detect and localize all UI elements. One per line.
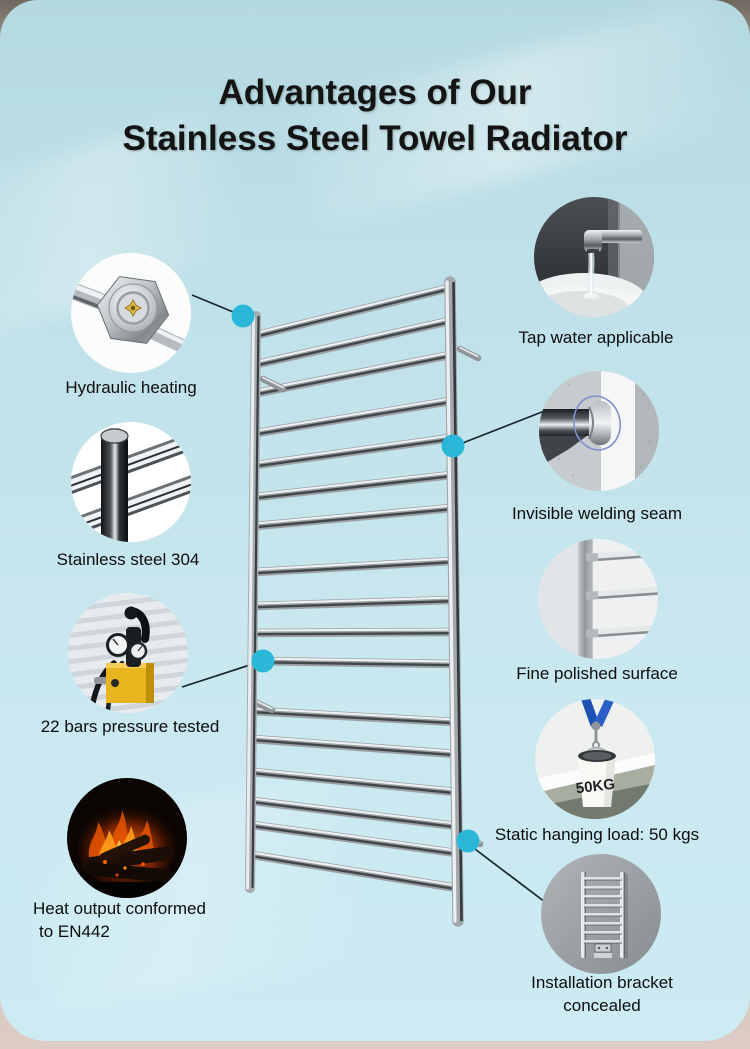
callout-line [454,409,548,447]
radiator-bars [248,283,461,893]
hydraulic-heating-photo [71,253,191,373]
label-heat-output: Heat output conformed to EN442 [33,897,206,943]
label-bracket-concealed: Installation bracket concealed [531,971,673,1017]
hanging-load-photo: 50KG [535,699,655,819]
callout-line [191,294,239,315]
callout-dot [231,304,255,328]
label-stainless-steel-304: Stainless steel 304 [56,550,200,569]
label-bracket-line-2: concealed [563,996,641,1015]
radiator-posts [245,276,464,927]
page-title: Advantages of Our Stainless Steel Towel … [0,70,750,162]
pressure-test-photo [68,593,188,713]
callout-line [181,661,260,688]
callout-lines [181,294,548,903]
concealed-bracket-photo [541,854,661,974]
label-heat-output-line-1: Heat output conformed [33,899,206,918]
welding-seam-photo [539,371,659,491]
title-line-1: Advantages of Our [218,73,532,112]
bucket-label-text: 50KG [575,776,616,798]
label-welding-seam: Invisible welding seam [511,504,683,523]
label-pressure-tested: 22 bars pressure tested [40,717,220,736]
callout-line [470,845,546,903]
label-bracket-line-1: Installation bracket [531,973,673,992]
label-hanging-load: Static hanging load: 50 kgs [494,825,700,844]
stainless-steel-photo [71,422,191,542]
label-polished-surface: Fine polished surface [516,664,678,683]
label-tap-water: Tap water applicable [518,328,674,347]
callout-dot [456,829,480,853]
callout-dot [441,434,465,458]
fireplace-photo [67,778,187,898]
polished-surface-photo [538,539,658,659]
label-heat-output-line-2: to EN442 [39,922,110,941]
title-line-2: Stainless Steel Towel Radiator [122,119,628,158]
callout-dots [231,304,480,853]
label-hydraulic-heating: Hydraulic heating [65,378,197,397]
tap-water-photo [534,197,654,317]
callout-dot [251,649,275,673]
wall-pegs [249,345,484,848]
